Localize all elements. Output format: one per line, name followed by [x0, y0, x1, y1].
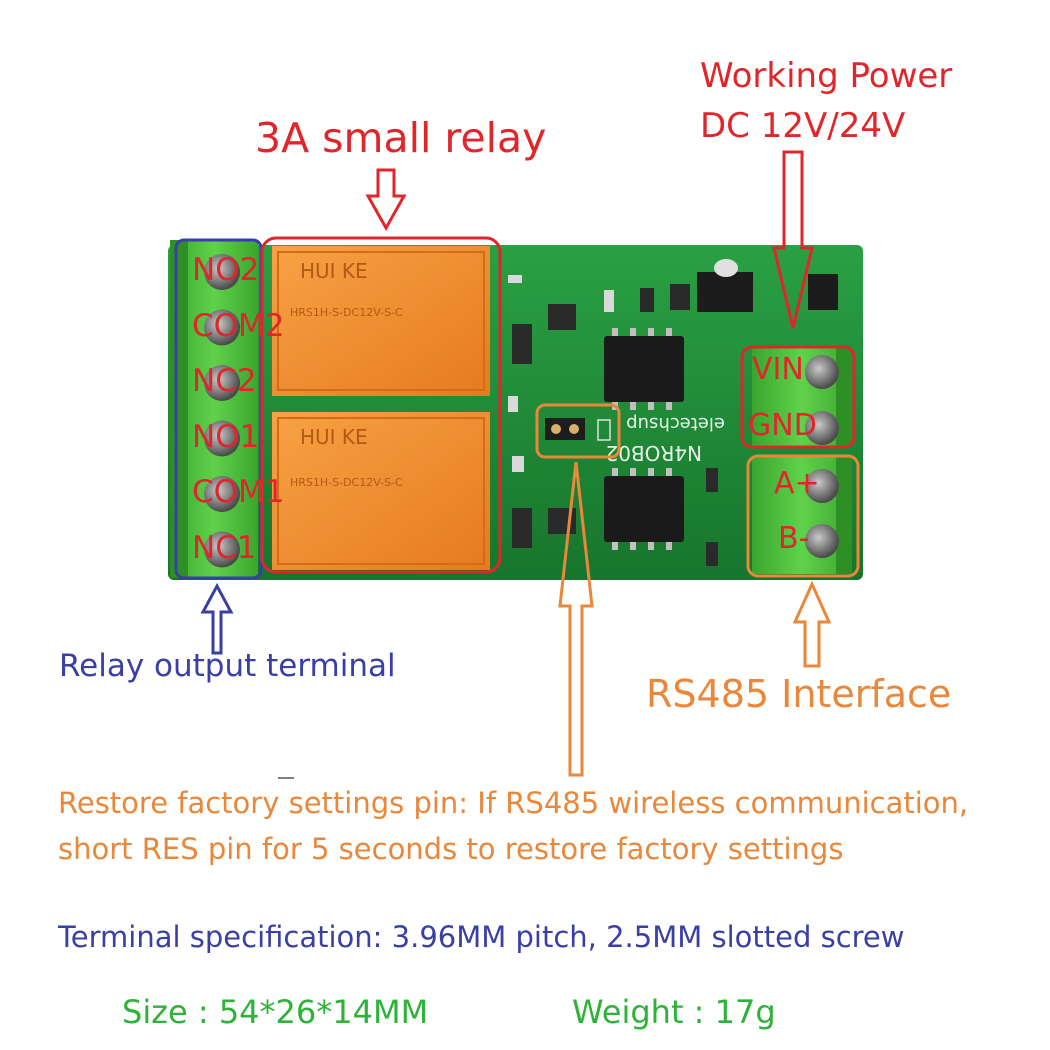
relay-arrow-icon	[365, 168, 407, 232]
silk-model: N4ROB02	[606, 441, 703, 465]
right-terminal-screws	[805, 355, 839, 558]
weight-spec: Weight : 17g	[572, 993, 776, 1031]
relay-output-arrow-icon	[200, 582, 234, 655]
terminal-screw	[805, 355, 839, 389]
terminal-label-nc2: NC2	[192, 363, 257, 399]
ic-chip-lower	[604, 468, 684, 550]
terminal-spec: Terminal specification: 3.96MM pitch, 2.…	[58, 920, 905, 954]
terminal-screw	[805, 469, 839, 503]
relay-title: 3A small relay	[255, 114, 547, 162]
terminal-label-b: B-	[778, 521, 810, 556]
rs485-arrow-icon	[792, 580, 832, 668]
terminal-label-nc1: NC1	[192, 529, 257, 566]
power-arrow-icon	[772, 150, 814, 329]
restore-note-line2: short RES pin for 5 seconds to restore f…	[58, 832, 844, 866]
relay-1-part-number: HRS1H-S-DC12V-S-C	[290, 476, 403, 489]
terminal-screw	[204, 254, 240, 290]
terminal-screw	[204, 365, 240, 401]
power-highlight	[740, 345, 856, 449]
relay-1	[272, 412, 490, 570]
relay-2-part-number: HRS1H-S-DC12V-S-C	[290, 306, 403, 319]
size-spec: Size : 54*26*14MM	[122, 993, 429, 1031]
power-title-line2: DC 12V/24V	[700, 106, 906, 146]
smd-components	[508, 275, 718, 566]
terminal-screw	[204, 476, 240, 512]
terminal-label-no1: NO1	[192, 418, 260, 455]
res-pin-highlight	[535, 403, 621, 459]
terminal-label-a: A+	[774, 466, 820, 501]
terminal-label-no2: NO2	[192, 252, 260, 288]
relay-2-marking: HUI KE	[300, 259, 368, 283]
relay-2	[272, 246, 490, 396]
terminal-screw	[204, 420, 240, 457]
relay-terminal-block	[170, 240, 258, 578]
relay-1-marking: HUI KE	[300, 425, 368, 449]
restore-note-line1: Restore factory settings pin: If RS485 w…	[58, 786, 969, 820]
silk-brand: eletechsup	[626, 413, 725, 434]
relay-highlight	[260, 236, 502, 574]
rs485-highlight	[746, 454, 860, 578]
power-title-line1: Working Power	[700, 56, 953, 96]
ic-chip-upper	[604, 328, 684, 410]
terminal-screw	[204, 309, 240, 346]
relay-terminal-screws	[204, 254, 240, 568]
terminal-screw	[805, 411, 839, 445]
terminal-label-com2: COM2	[192, 307, 285, 344]
terminal-label-gnd: GND	[748, 408, 817, 443]
voltage-regulator	[697, 259, 838, 312]
terminal-screw	[204, 531, 240, 568]
terminal-screw	[805, 524, 839, 558]
terminal-label-com1: COM1	[192, 474, 285, 510]
res-arrow-icon	[558, 461, 594, 777]
terminal-label-vin: VIN	[752, 352, 804, 387]
rs485-label: RS485 Interface	[646, 672, 952, 716]
res-pin-header	[545, 418, 611, 441]
relay-output-label: Relay output terminal	[59, 648, 396, 684]
